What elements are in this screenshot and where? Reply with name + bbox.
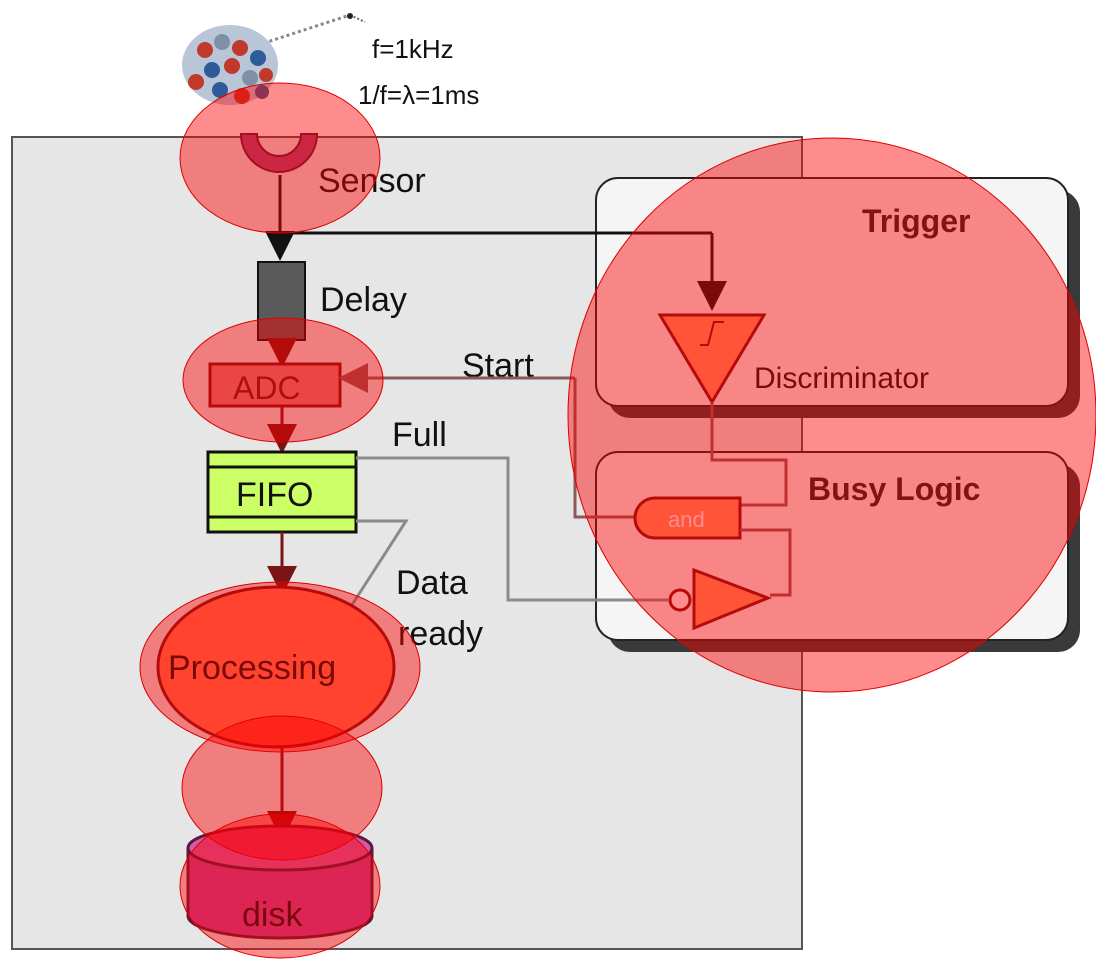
period-label: 1/f=λ=1ms xyxy=(358,80,479,110)
highlight-adc xyxy=(182,317,384,443)
and-label: and xyxy=(668,507,705,532)
data-ready-line xyxy=(348,519,409,609)
discriminator-symbol xyxy=(657,313,767,405)
highlight-disk xyxy=(179,813,381,959)
inverter-buffer xyxy=(692,567,773,631)
frequency-label: f=1kHz xyxy=(372,34,454,64)
highlight-processing xyxy=(139,581,421,753)
full-signal-line xyxy=(356,456,668,602)
disk-label: disk xyxy=(242,896,303,934)
data-ready-label-line1: Data xyxy=(396,564,468,602)
sensor-label: Sensor xyxy=(318,162,426,200)
highlight-sensor xyxy=(179,82,381,234)
highlight-overlays xyxy=(139,82,1096,959)
sensor-icon xyxy=(239,133,319,173)
trigger-title: Trigger xyxy=(862,203,970,239)
discriminator-label: Discriminator xyxy=(754,362,929,395)
processing-block xyxy=(156,585,396,749)
processing-label: Processing xyxy=(168,649,336,687)
data-ready-label-line2: ready xyxy=(398,615,483,653)
fifo-block xyxy=(206,450,358,534)
adc-label: ADC xyxy=(233,370,301,406)
fifo-label: FIFO xyxy=(236,476,313,514)
delay-label: Delay xyxy=(320,281,407,319)
and-gate xyxy=(633,496,742,540)
inverter-bubble xyxy=(668,588,692,612)
adc-block xyxy=(208,362,342,408)
full-label: Full xyxy=(392,416,447,454)
disk-icon xyxy=(186,824,374,940)
busy-logic-title: Busy Logic xyxy=(808,471,980,507)
highlight-trigger-logic xyxy=(567,137,1096,693)
particle-collision-icon xyxy=(182,13,366,105)
